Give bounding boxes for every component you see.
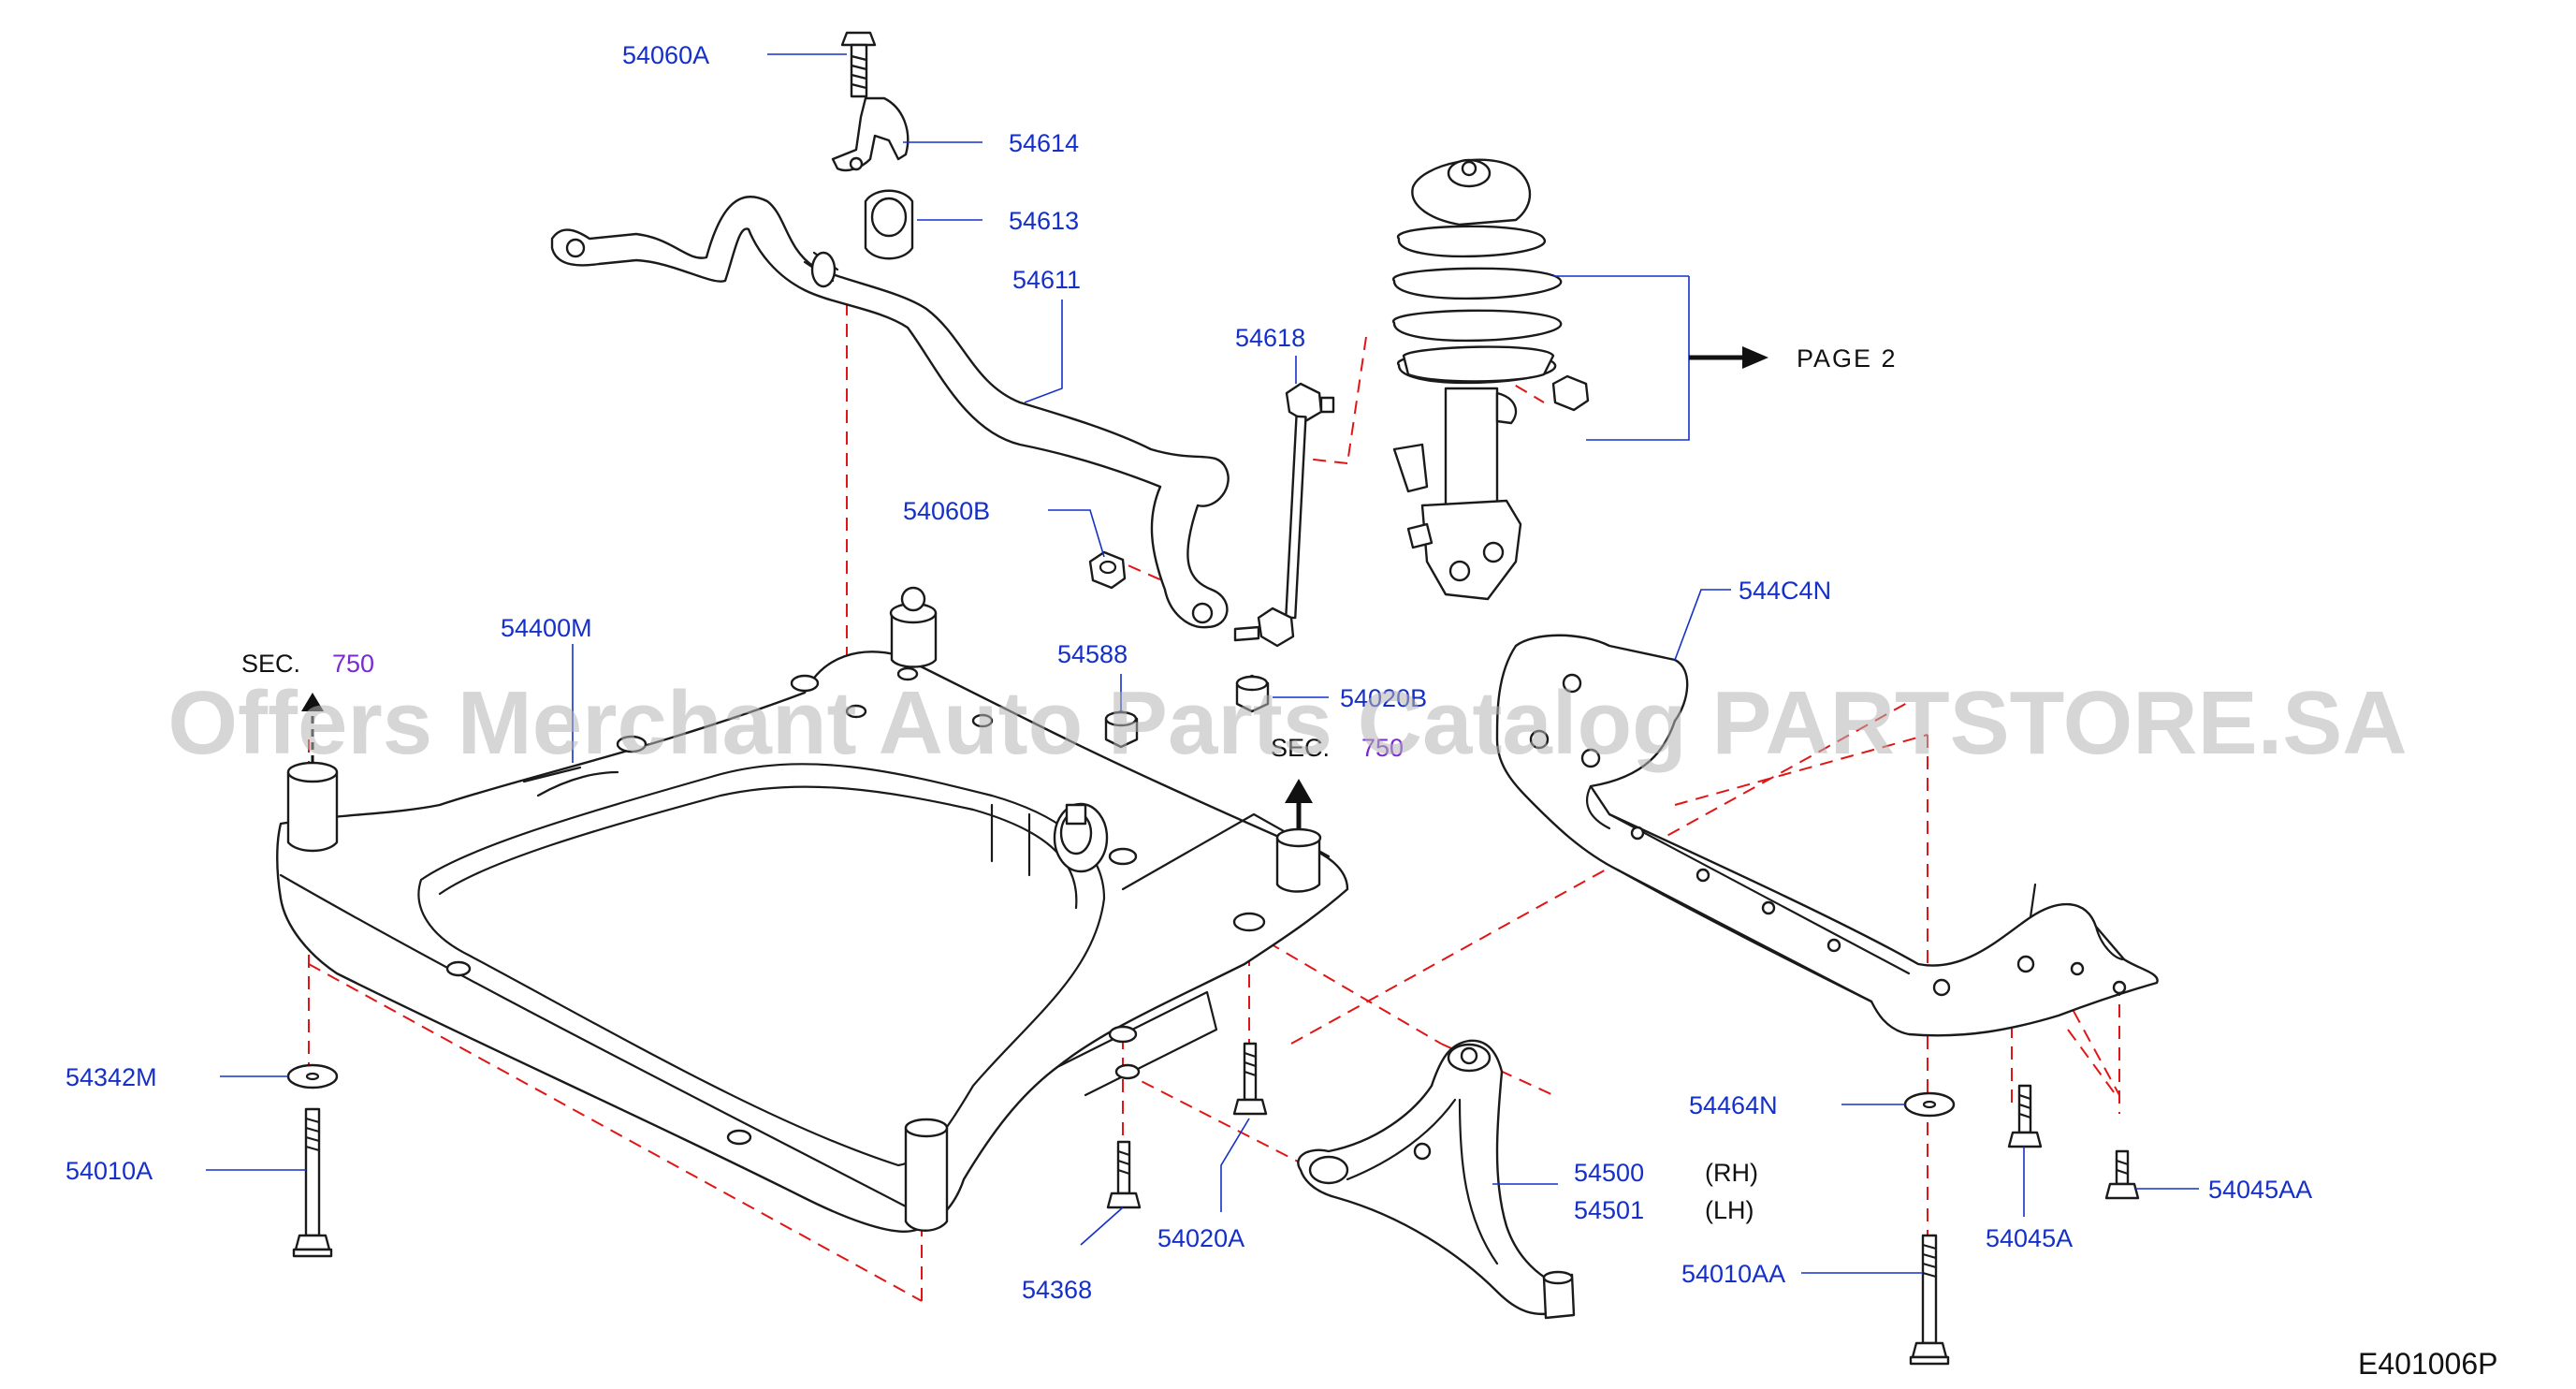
section-label-left: SEC.: [241, 650, 300, 678]
page-2-arrow: [1689, 346, 1768, 369]
stabilizer-bushing: [864, 189, 914, 260]
label-54060a[interactable]: 54060A: [622, 41, 709, 69]
label-54588[interactable]: 54588: [1057, 640, 1128, 668]
label-54060b[interactable]: 54060B: [903, 497, 990, 525]
label-54614[interactable]: 54614: [1009, 129, 1079, 157]
section-label-right: SEC.: [1271, 734, 1330, 762]
bolt-54010aa: [1909, 1234, 1950, 1366]
stabilizer-link: [1233, 382, 1335, 648]
washer-54342m: [286, 1063, 339, 1089]
label-54400m[interactable]: 54400M: [501, 614, 592, 642]
section-number-left[interactable]: 750: [332, 650, 374, 678]
bolt-54368: [1106, 1140, 1142, 1209]
label-54500[interactable]: 54500: [1574, 1159, 1644, 1187]
cross-member: [1495, 634, 2159, 1037]
label-54020a[interactable]: 54020A: [1157, 1224, 1244, 1252]
section-number-right[interactable]: 750: [1361, 734, 1404, 762]
label-54368[interactable]: 54368: [1022, 1276, 1092, 1304]
label-54010aa[interactable]: 54010AA: [1681, 1260, 1785, 1288]
label-54501[interactable]: 54501: [1574, 1196, 1644, 1224]
label-54045a[interactable]: 54045A: [1986, 1224, 2073, 1252]
section-arrows: [301, 693, 1313, 828]
label-54613[interactable]: 54613: [1009, 207, 1079, 235]
suspension-member: [276, 586, 1349, 1233]
label-544c4n[interactable]: 544C4N: [1739, 577, 1831, 605]
diagram-code: E401006P: [2358, 1347, 2497, 1381]
bushing-clamp-bracket: [831, 96, 910, 172]
watermark-text: Offers Merchant Auto Parts Catalog PARTS…: [167, 673, 2407, 773]
page-2-link[interactable]: PAGE 2: [1797, 344, 1898, 373]
label-54010a[interactable]: 54010A: [65, 1157, 153, 1185]
stabilizer-bar: [550, 196, 1230, 629]
bolt-54045a: [2007, 1084, 2043, 1148]
label-54618[interactable]: 54618: [1235, 324, 1305, 352]
label-lh: (LH): [1705, 1196, 1754, 1224]
bolt-54020a: [1232, 1042, 1268, 1116]
nut-54060b: [1088, 550, 1127, 590]
lower-control-arm: [1297, 1039, 1576, 1320]
washer-54464n: [1903, 1091, 1956, 1118]
label-54611[interactable]: 54611: [1012, 266, 1081, 294]
label-54342m[interactable]: 54342M: [65, 1063, 157, 1091]
label-54045aa[interactable]: 54045AA: [2208, 1176, 2312, 1204]
bolt-54010a: [292, 1107, 333, 1258]
bolt-54045aa: [2104, 1149, 2140, 1200]
label-54020b[interactable]: 54020B: [1340, 684, 1427, 712]
bolt-54060a: [840, 31, 877, 98]
label-rh: (RH): [1705, 1159, 1758, 1187]
leader-lines: [206, 53, 2199, 1274]
strut-assembly: [1392, 158, 1590, 601]
nut-54020b: [1235, 674, 1270, 713]
label-54464n[interactable]: 54464N: [1689, 1091, 1778, 1119]
part-number-labels: 54060A 54614 54613 54611 54618 54060B 54…: [65, 41, 2497, 1381]
